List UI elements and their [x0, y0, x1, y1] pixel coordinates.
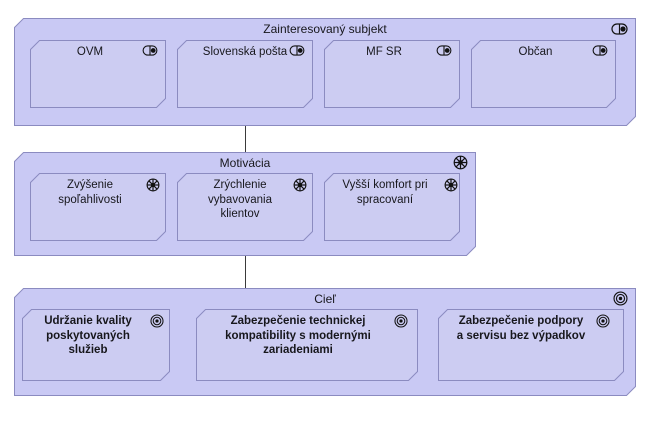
node-slovenska-posta-label: Slovenská pošta [202, 46, 288, 58]
node-slovenska-posta[interactable]: Slovenská pošta [177, 40, 313, 108]
group-goal-title: Cieľ [314, 292, 336, 306]
stakeholder-icon [142, 45, 158, 56]
stakeholder-icon [436, 45, 452, 56]
goal-icon [596, 314, 610, 328]
stakeholder-icon [611, 23, 628, 35]
node-obcan-label: Občan [518, 46, 553, 58]
node-zabezpecenie-podpory-label: Zabezpečenie podpory a servisu bez výpad… [456, 315, 586, 342]
node-zabezpecenie-podpory[interactable]: Zabezpečenie podpory a servisu bez výpad… [438, 309, 624, 381]
goal-icon [613, 291, 628, 306]
group-motivation[interactable]: Motivácia Zvýšenie spoľahlivosti [14, 152, 476, 256]
connector-stakeholder-to-motivation [245, 125, 246, 153]
driver-icon [293, 178, 307, 192]
connector-motivation-to-goal [245, 255, 246, 288]
driver-icon [453, 155, 468, 170]
driver-icon [146, 178, 160, 192]
stakeholder-icon [592, 45, 608, 56]
node-mf-sr[interactable]: MF SR [324, 40, 460, 108]
node-obcan[interactable]: Občan [471, 40, 616, 108]
node-udrzanie-kvality[interactable]: Udržanie kvality poskytovaných služieb [22, 309, 170, 381]
node-mf-sr-label: MF SR [366, 46, 402, 58]
node-zrychlenie-vybavovania-label: Zrýchlenie vybavovania klientov [208, 179, 272, 220]
node-zrychlenie-vybavovania[interactable]: Zrýchlenie vybavovania klientov [177, 173, 313, 241]
node-vyssi-komfort[interactable]: Vyšší komfort pri spracovaní [324, 173, 460, 241]
node-ovm-label: OVM [76, 46, 104, 58]
node-zvysenie-spolahlivosti[interactable]: Zvýšenie spoľahlivosti [30, 173, 166, 241]
goal-icon [394, 314, 408, 328]
node-vyssi-komfort-label: Vyšší komfort pri spracovaní [342, 179, 428, 206]
group-goal[interactable]: Cieľ Udržanie kvality poskytovaných služ… [14, 288, 636, 396]
stakeholder-icon [289, 45, 305, 56]
node-zabezpecenie-technickej-label: Zabezpečenie technickej kompatibility s … [225, 315, 371, 356]
node-ovm[interactable]: OVM [30, 40, 166, 108]
node-udrzanie-kvality-label: Udržanie kvality poskytovaných služieb [44, 315, 132, 356]
goal-icon [150, 314, 164, 328]
driver-icon [444, 178, 458, 192]
node-zvysenie-spolahlivosti-label: Zvýšenie spoľahlivosti [58, 179, 122, 206]
group-stakeholder[interactable]: Zainteresovaný subjekt OVM [14, 18, 636, 126]
group-stakeholder-title: Zainteresovaný subjekt [263, 22, 387, 36]
node-zabezpecenie-technickej[interactable]: Zabezpečenie technickej kompatibility s … [196, 309, 418, 381]
group-motivation-title: Motivácia [219, 156, 271, 170]
